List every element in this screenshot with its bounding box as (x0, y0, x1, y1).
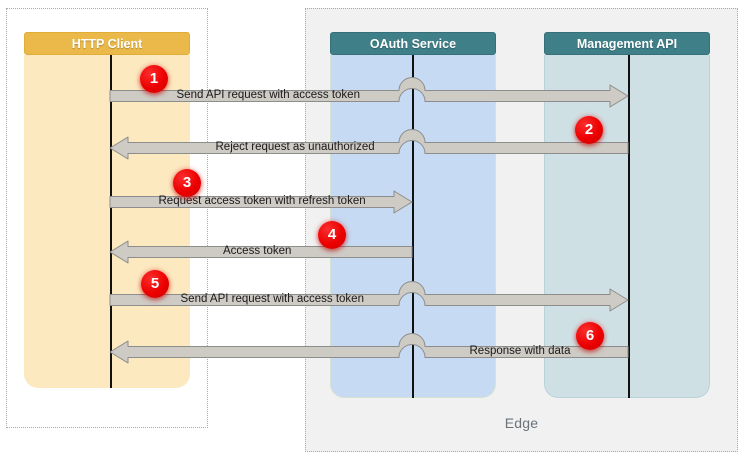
participant-oauth-service-label: OAuth Service (330, 32, 496, 55)
step-badge-4: 4 (318, 221, 346, 249)
step-badge-2: 2 (575, 116, 603, 144)
lifeline-oauth-service (412, 55, 414, 398)
participant-http-client-label: HTTP Client (24, 32, 190, 55)
edge-group-label: Edge (504, 415, 539, 431)
step-badge-6: 6 (576, 322, 604, 350)
step-badge-3: 3 (173, 169, 201, 197)
message-label-6: Response with data (469, 345, 571, 357)
message-label-4: Access token (223, 245, 292, 257)
message-label-5: Send API request with access token (180, 293, 364, 305)
message-label-2: Reject request as unauthorized (215, 141, 375, 153)
message-label-3: Request access token with refresh token (158, 195, 366, 207)
participant-management-api-label: Management API (544, 32, 710, 55)
lifeline-management-api (628, 55, 630, 398)
lifeline-http-client (110, 55, 112, 388)
step-badge-5: 5 (141, 270, 169, 298)
message-label-1: Send API request with access token (176, 89, 360, 101)
participant-management-api-activation (544, 55, 710, 398)
step-badge-1: 1 (140, 65, 168, 93)
participant-http-client-activation (24, 55, 190, 388)
group-client-zone (6, 8, 208, 428)
